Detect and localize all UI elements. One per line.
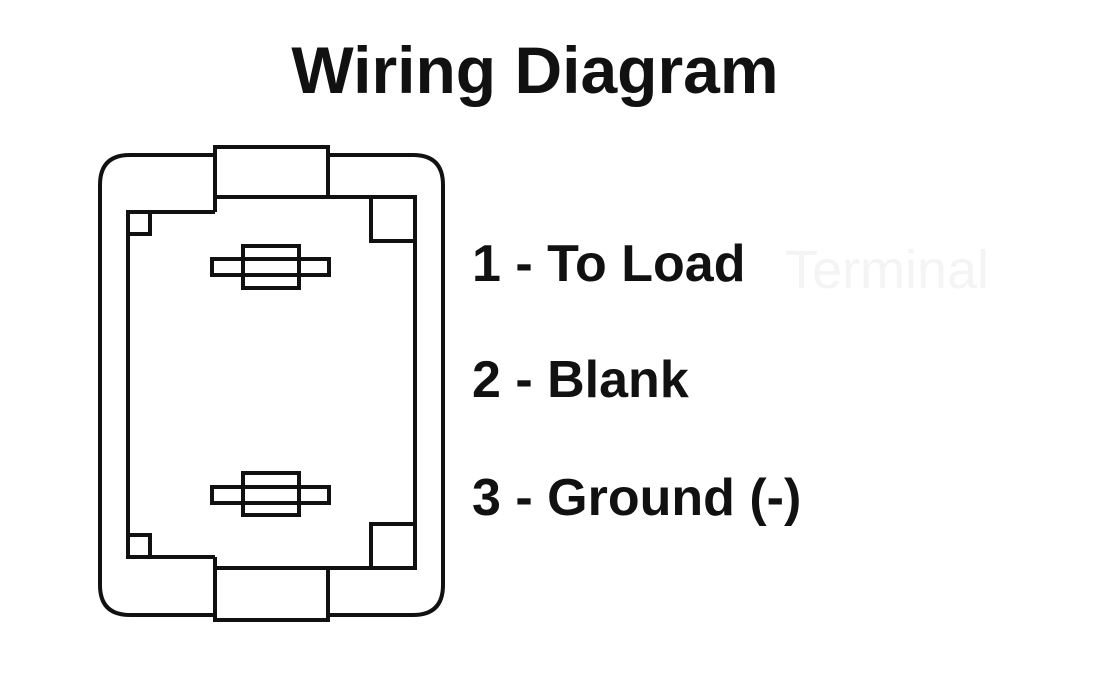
watermark-text: Terminal [785, 240, 990, 300]
switch-bottom-tab [213, 566, 330, 622]
terminal-3-blade [210, 471, 331, 517]
pin-1-label: 1 - To Load [472, 235, 746, 293]
switch-outer-body [98, 153, 445, 617]
switch-inner-frame [126, 195, 417, 570]
pin-2-label: 2 - Blank [472, 351, 689, 409]
corner-mark-top-right [369, 195, 417, 243]
corner-mark-bottom-left [126, 533, 152, 559]
corner-mark-bottom-right [369, 522, 417, 570]
diagram-title: Wiring Diagram [291, 33, 779, 107]
terminal-1-blade [210, 244, 331, 290]
switch-top-tab [213, 145, 330, 199]
pin-3-label: 3 - Ground (-) [472, 469, 802, 527]
corner-mark-top-left [126, 210, 152, 236]
